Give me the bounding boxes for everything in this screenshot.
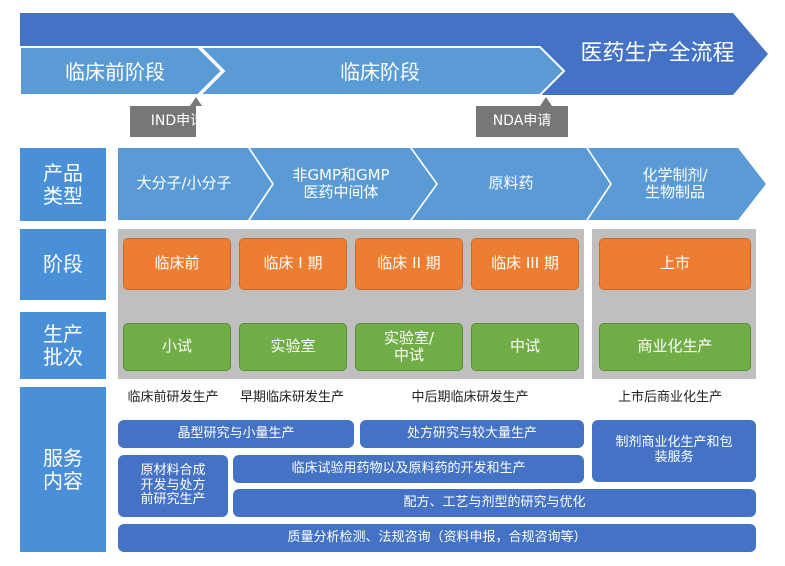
stage-market: 上市 bbox=[599, 238, 751, 290]
product-type-2: 非GMP和GMP 医药中间体 bbox=[292, 165, 390, 201]
batch-lab-pilot: 实验室/ 中试 bbox=[355, 323, 463, 371]
label-product-type: 产品 类型 bbox=[20, 148, 106, 221]
stage-phase-2: 临床 II 期 bbox=[355, 238, 463, 290]
service-commercial: 制剂商业化生产和包 装服务 bbox=[592, 420, 756, 482]
service-formulation: 处方研究与较大量生产 bbox=[360, 420, 584, 448]
product-arrow-4 bbox=[588, 148, 766, 220]
stage-preclinical: 临床前 bbox=[123, 238, 231, 290]
batch-lab: 实验室 bbox=[239, 323, 347, 371]
ind-callout bbox=[130, 106, 196, 137]
service-quality: 质量分析检测、法规咨询（资料申报，合规咨询等） bbox=[118, 524, 756, 552]
phase-late-clinical: 中后期临床研发生产 bbox=[411, 389, 529, 405]
product-type-4: 化学制剂/ 生物制品 bbox=[642, 165, 708, 201]
preclinical-arrow bbox=[19, 46, 224, 96]
product-type-1: 大分子/小分子 bbox=[136, 174, 232, 193]
stage-phase-3: 临床 III 期 bbox=[471, 238, 579, 290]
ind-pointer bbox=[190, 97, 202, 106]
label-services: 服务 内容 bbox=[20, 387, 106, 552]
service-recipe: 配方、工艺与剂型的研究与优化 bbox=[233, 489, 756, 517]
preclinical-label: 临床前阶段 bbox=[65, 59, 165, 84]
clinical-arrow bbox=[197, 46, 566, 96]
overall-title: 医药生产全流程 bbox=[580, 41, 735, 67]
ind-milestone: IND申请 bbox=[150, 113, 205, 130]
batch-small-test: 小试 bbox=[123, 323, 231, 371]
nda-callout bbox=[476, 106, 568, 137]
phase-early-clinical: 早期临床研发生产 bbox=[239, 389, 344, 405]
phase-post-market: 上市后商业化生产 bbox=[617, 389, 722, 405]
nda-pointer bbox=[540, 97, 552, 106]
clinical-label: 临床阶段 bbox=[340, 59, 420, 84]
batch-commercial: 商业化生产 bbox=[599, 323, 751, 371]
service-raw-material: 原材料合成 开发与处方 前研究生产 bbox=[118, 455, 228, 517]
nda-milestone: NDA申请 bbox=[492, 113, 552, 130]
product-arrow-2 bbox=[250, 148, 436, 220]
product-arrow-1 bbox=[118, 148, 272, 220]
product-type-3: 原料药 bbox=[488, 174, 534, 193]
service-clinical-drug: 临床试验用药物以及原料药的开发和生产 bbox=[233, 455, 584, 483]
phase-preclinical: 临床前研发生产 bbox=[127, 389, 219, 405]
label-stage: 阶段 bbox=[20, 229, 106, 300]
label-batch: 生产 批次 bbox=[20, 312, 106, 379]
product-arrow-3 bbox=[412, 148, 610, 220]
stage-phase-1: 临床 I 期 bbox=[239, 238, 347, 290]
service-crystal: 晶型研究与小量生产 bbox=[118, 420, 354, 448]
batch-pilot: 中试 bbox=[471, 323, 579, 371]
